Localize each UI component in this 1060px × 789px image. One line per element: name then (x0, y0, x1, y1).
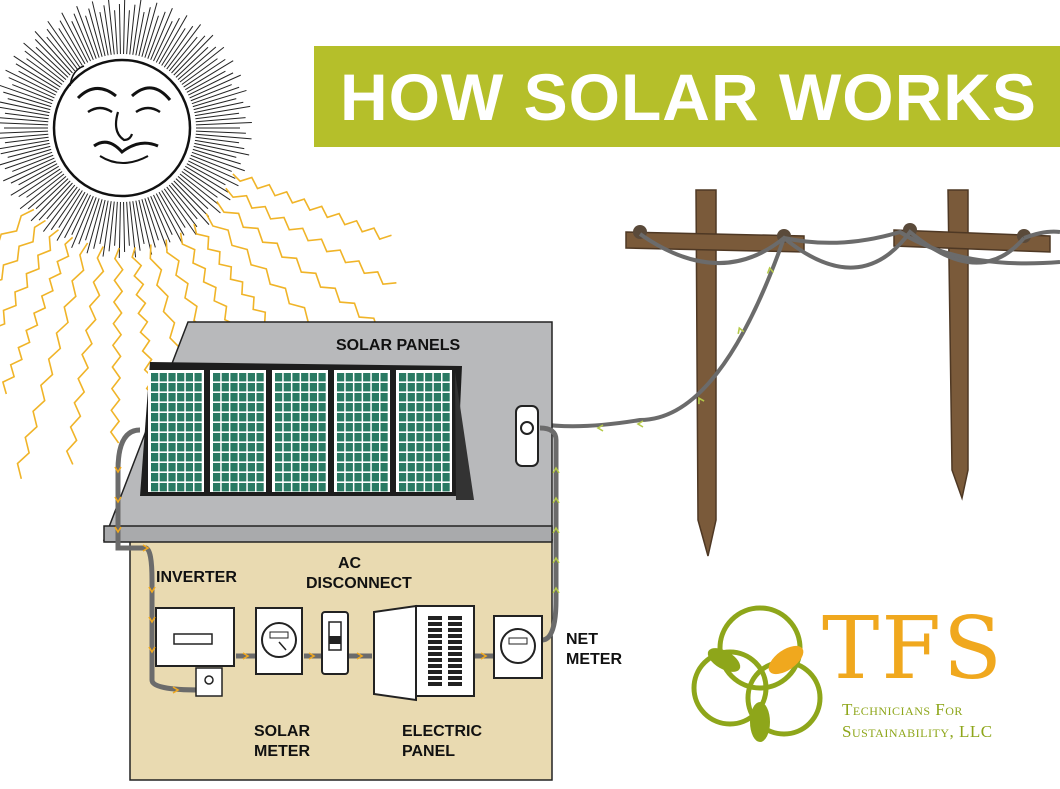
ac-disconnect (321, 611, 349, 675)
logo-tagline-2: Sustainability, LLC (842, 722, 993, 741)
service-mast (515, 405, 539, 467)
tfs-logo-mark (691, 605, 823, 742)
house-wiring (115, 425, 559, 693)
sun-rays (0, 0, 252, 258)
sun-icon (52, 58, 192, 198)
label-panel: PANEL (402, 743, 456, 760)
label-ac: AC (338, 555, 362, 572)
logo-wordmark: TFS (822, 599, 1004, 699)
label-solar-meter: METER (254, 743, 310, 760)
label-solar-panels: SOLAR PANELS (336, 337, 461, 354)
label-inverter: INVERTER (156, 569, 237, 586)
label-solar: SOLAR (254, 723, 310, 740)
page-title: HOW SOLAR WORKS (340, 60, 1037, 134)
solar-panel-array (140, 362, 474, 500)
inverter (155, 607, 235, 697)
label-electric: ELECTRIC (402, 723, 482, 740)
solar-meter (255, 607, 303, 675)
net-meter (493, 615, 543, 679)
power-lines (539, 229, 1060, 429)
electric-panel (373, 604, 475, 702)
label-disconnect: DISCONNECT (306, 575, 412, 592)
logo-tagline-1: Technicians For (842, 700, 963, 719)
utility-poles (625, 189, 1051, 557)
label-net: NET (566, 631, 598, 648)
energy-flow-arrows (114, 266, 775, 694)
label-net-meter: METER (566, 651, 622, 668)
sunlight-beams (0, 173, 397, 482)
title-banner (314, 46, 1060, 147)
